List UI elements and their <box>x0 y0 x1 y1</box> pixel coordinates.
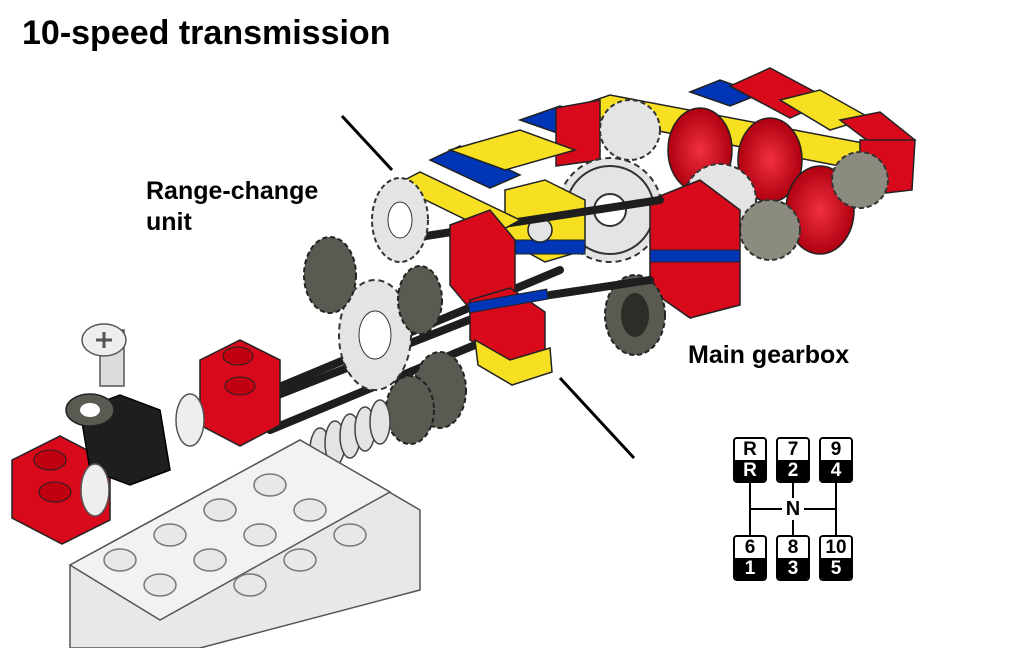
gate-top-3-low: 4 <box>821 460 851 481</box>
shift-pattern: R R 7 2 9 4 N 6 1 8 3 10 5 <box>733 437 853 583</box>
main-gearbox-label: Main gearbox <box>688 340 849 371</box>
range-label-line1: Range-change <box>146 176 318 207</box>
gate-bottom-1-high: 6 <box>735 537 765 558</box>
gate-bottom-2-high: 8 <box>778 537 808 558</box>
gate-bottom-2: 8 3 <box>776 535 810 581</box>
gate-bottom-2-low: 3 <box>778 558 808 579</box>
main-label-text: Main gearbox <box>688 340 849 371</box>
gate-top-2-low: 2 <box>778 460 808 481</box>
page-title: 10-speed transmission <box>22 14 390 53</box>
range-leader-line <box>342 116 392 170</box>
range-change-unit-label: Range-change unit <box>146 176 318 238</box>
range-label-line2: unit <box>146 207 318 238</box>
gate-bottom-3-low: 5 <box>821 558 851 579</box>
gate-bottom-3-high: 10 <box>821 537 851 558</box>
gate-top-2: 7 2 <box>776 437 810 483</box>
range-change-unit <box>304 130 575 472</box>
main-leader-line <box>560 378 634 458</box>
gate-bottom-1: 6 1 <box>733 535 767 581</box>
gate-bottom-1-low: 1 <box>735 558 765 579</box>
gate-top-3: 9 4 <box>819 437 853 483</box>
gate-top-1-low: R <box>735 460 765 481</box>
gate-top-3-high: 9 <box>821 439 851 460</box>
neutral-label: N <box>782 498 804 520</box>
gate-top-1: R R <box>733 437 767 483</box>
gate-top-2-high: 7 <box>778 439 808 460</box>
gate-bottom-3: 10 5 <box>819 535 853 581</box>
gate-top-1-high: R <box>735 439 765 460</box>
